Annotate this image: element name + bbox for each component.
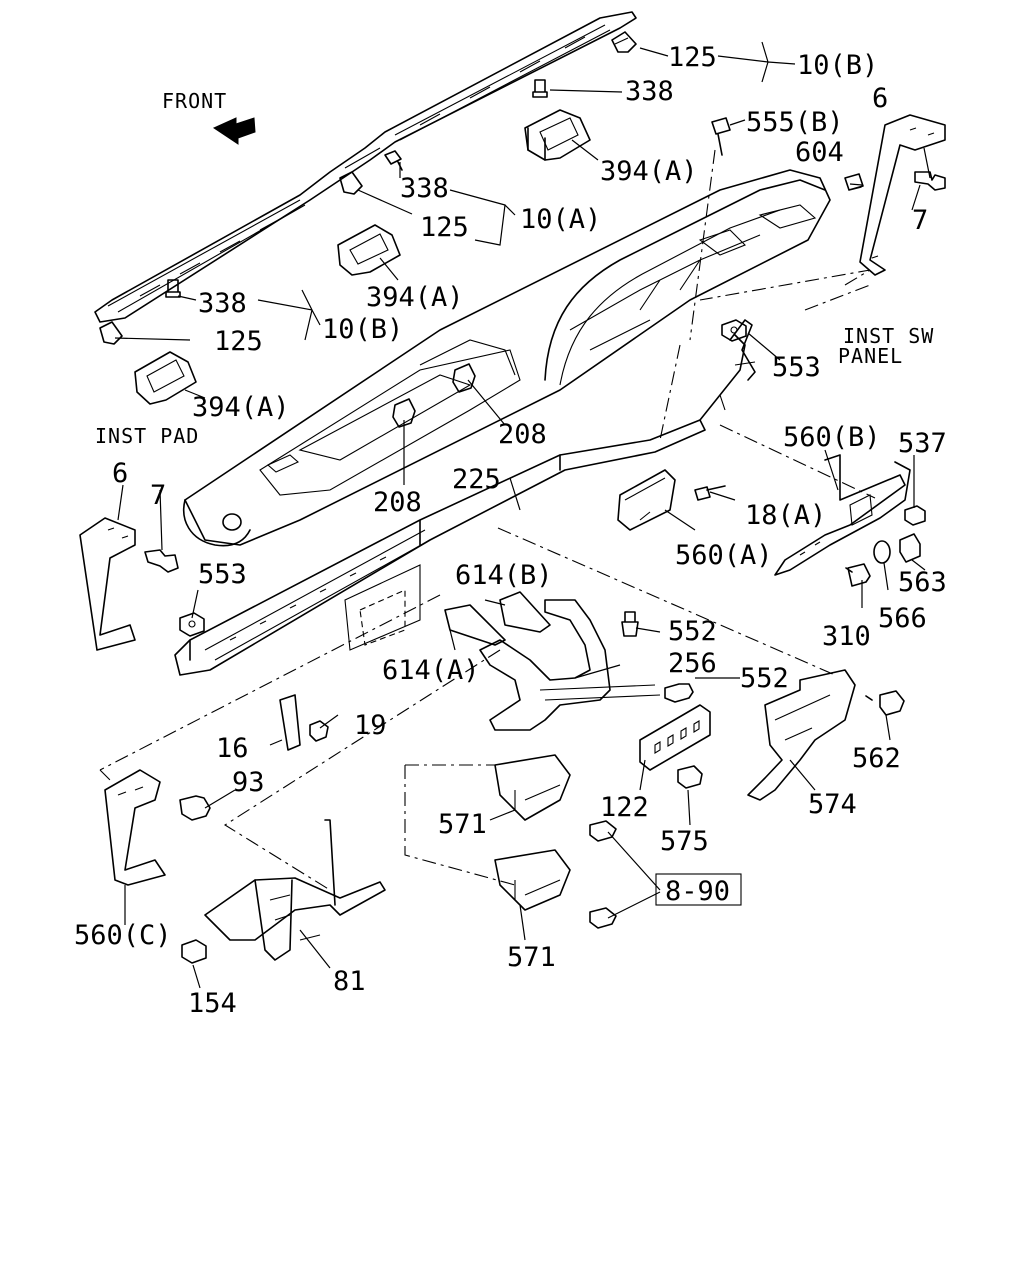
- front-arrow-icon: [212, 117, 256, 145]
- callout-562: 562: [852, 743, 901, 774]
- callout-10b-left: 10(B): [322, 314, 403, 345]
- callout-537: 537: [898, 428, 947, 459]
- callout-563: 563: [898, 567, 947, 598]
- callout-10a-mid: 10(A): [520, 204, 601, 235]
- bolt-575: [677, 765, 703, 789]
- bracket-16: [279, 694, 301, 751]
- defroster-duct: [94, 11, 637, 323]
- callout-560a: 560(A): [675, 540, 773, 571]
- callout-614a: 614(A): [382, 655, 480, 686]
- bracket-6-right: [859, 114, 946, 276]
- bracket-560c: [104, 769, 166, 886]
- switch-122: [639, 704, 711, 771]
- callout-575: 575: [660, 826, 709, 857]
- callout-552-b: 552: [740, 663, 789, 694]
- callout-81: 81: [333, 966, 366, 997]
- callout-225: 225: [452, 464, 501, 495]
- reference-box: 8-90: [655, 873, 742, 907]
- clip-group-middle: [337, 150, 403, 276]
- callout-125-top: 125: [668, 42, 717, 73]
- bolt-562: [865, 690, 905, 716]
- screw-8-90-b: [589, 907, 617, 929]
- callout-10b-top: 10(B): [797, 50, 878, 81]
- callout-560c: 560(C): [74, 920, 172, 951]
- steering-support-beam: [174, 319, 756, 676]
- callout-7-right: 7: [912, 205, 928, 236]
- bracket-81: [204, 819, 386, 961]
- callout-125-left: 125: [214, 326, 263, 357]
- clip-563: [899, 533, 921, 563]
- nut-537: [904, 505, 926, 526]
- bracket-560a: [617, 469, 676, 531]
- bolt-7-left: [144, 549, 179, 573]
- bolt-93: [179, 795, 211, 821]
- callout-7-left: 7: [150, 480, 166, 511]
- callout-338-mid: 338: [400, 173, 449, 204]
- front-label: FRONT: [162, 89, 227, 113]
- callout-394a-mid: 394(A): [366, 282, 464, 313]
- callout-552-a: 552: [668, 616, 717, 647]
- clip-group-left: [99, 279, 197, 405]
- leader-lines: [114, 41, 931, 989]
- bolt-310: [845, 563, 871, 587]
- pocket-571-b: [494, 849, 571, 911]
- bolt-552-a: [621, 611, 639, 637]
- assembly-dashed-lines: [99, 149, 876, 891]
- callout-154: 154: [188, 988, 237, 1019]
- bracket-6-left: [79, 517, 136, 651]
- callout-122: 122: [600, 792, 649, 823]
- callout-604: 604: [795, 137, 844, 168]
- callout-571-a: 571: [438, 809, 487, 840]
- callout-394a-left: 394(A): [192, 392, 290, 423]
- callout-93: 93: [232, 767, 265, 798]
- reference-box-text: 8-90: [665, 876, 730, 907]
- callout-394a-top: 394(A): [600, 156, 698, 187]
- screw-8-90-a: [589, 820, 617, 842]
- bracket-574: [747, 669, 856, 801]
- callout-338-left: 338: [198, 288, 247, 319]
- callout-18a: 18(A): [745, 500, 826, 531]
- callout-125-mid: 125: [420, 212, 469, 243]
- bolt-555b: [711, 117, 731, 156]
- callout-553-left: 553: [198, 559, 247, 590]
- callout-6-left: 6: [112, 458, 128, 489]
- callout-571-b: 571: [507, 942, 556, 973]
- bolt-552-b: [664, 683, 694, 703]
- center-bracket-256: [479, 599, 661, 731]
- clip-208-b: [392, 398, 416, 428]
- callout-555b: 555(B): [746, 107, 844, 138]
- bolt-7-right: [914, 171, 946, 191]
- clip-208-a: [452, 363, 476, 393]
- nut-553-right: [721, 319, 747, 342]
- nut-553-left: [179, 612, 205, 637]
- callout-566: 566: [878, 603, 927, 634]
- callout-310: 310: [822, 621, 871, 652]
- inst-pad-label: INST PAD: [95, 424, 199, 448]
- callout-574: 574: [808, 789, 857, 820]
- bracket-614a: [444, 604, 506, 646]
- nut-154: [181, 939, 207, 964]
- callout-16: 16: [216, 733, 249, 764]
- callout-614b: 614(B): [455, 560, 553, 591]
- instrument-pad: [183, 169, 831, 547]
- bracket-614b: [499, 591, 551, 633]
- inst-sw-panel-label-line2: PANEL: [838, 344, 903, 368]
- clip-group-top: [524, 31, 637, 161]
- callout-208-a: 208: [498, 419, 547, 450]
- bolt-18a: [694, 485, 726, 501]
- callout-338-top: 338: [625, 76, 674, 107]
- callout-560b: 560(B): [783, 422, 881, 453]
- bolt-19: [309, 720, 329, 742]
- callout-6-right: 6: [872, 83, 888, 114]
- bolt-604: [844, 173, 864, 191]
- callout-553-right: 553: [772, 352, 821, 383]
- callout-256: 256: [668, 648, 717, 679]
- pocket-571-a: [494, 754, 571, 821]
- callout-19: 19: [354, 710, 387, 741]
- bracket-560b: [774, 454, 911, 576]
- callout-208-b: 208: [373, 487, 422, 518]
- inst-sw-panel-label-line1: INST SW: [843, 324, 934, 348]
- grommet-566: [873, 540, 891, 564]
